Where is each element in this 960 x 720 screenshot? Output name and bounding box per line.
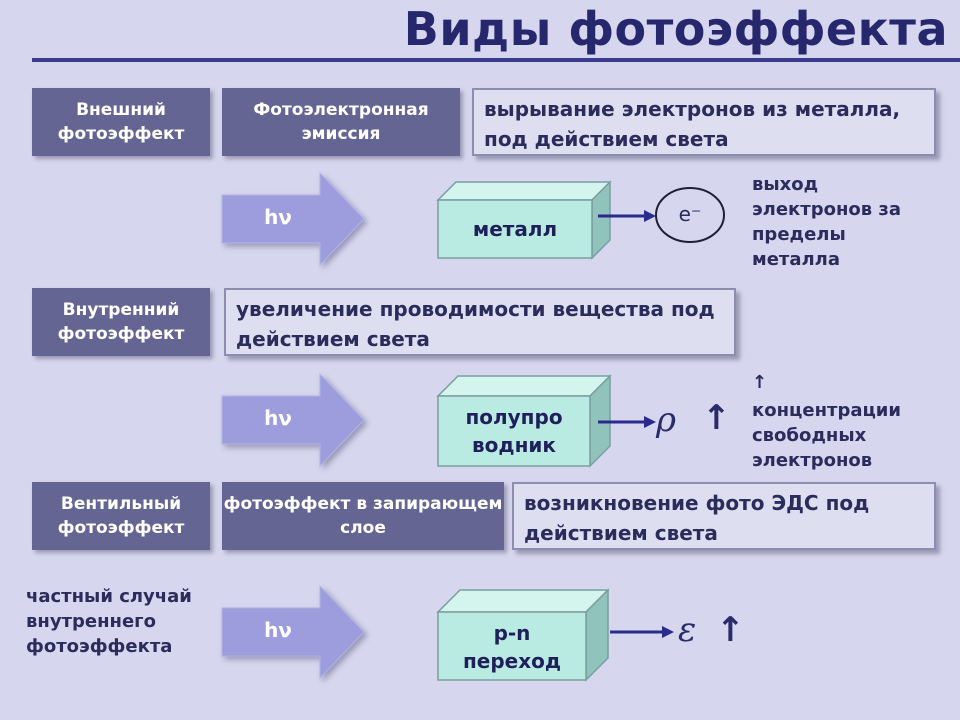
semiconductor-cube (436, 374, 612, 468)
concentration-up-arrow-icon: ↑ (752, 372, 768, 393)
semiconductor-cube-label: полупро водник (465, 405, 563, 457)
emf-symbol: ε (678, 610, 697, 650)
light-arrow-1 (221, 171, 365, 267)
emission-arrow (598, 210, 656, 222)
metal-cube-label: металл (472, 217, 558, 241)
emf-up-arrow-icon: ↑ (716, 610, 745, 650)
electron-circle (655, 187, 725, 243)
valve-subtype-text: фотоэффект в запирающем слое (223, 494, 503, 538)
internal-label: Внутренний фотоэффект (32, 288, 210, 356)
valve-description-text: возникновение фото ЭДС под действием све… (524, 491, 870, 545)
external-subtype-text: Фотоэлектронная эмиссия (253, 100, 429, 144)
pn-junction-cube (436, 588, 610, 682)
photon-label-3: hν (264, 618, 292, 642)
title-divider (32, 58, 960, 62)
photon-label-1: hν (264, 205, 292, 229)
external-subtype: Фотоэлектронная эмиссия (222, 88, 460, 156)
emf-arrow (610, 626, 674, 638)
photon-label-2: hν (264, 406, 292, 430)
external-label-text: Внешний фотоэффект (57, 100, 185, 144)
rho-up-arrow-icon: ↑ (702, 398, 731, 438)
light-arrow-2 (221, 372, 365, 468)
valve-label-text: Вентильный фотоэффект (57, 494, 185, 538)
internal-result: концентрации свободных электронов (752, 400, 902, 471)
valve-description: возникновение фото ЭДС под действием све… (512, 482, 936, 550)
valve-label: Вентильный фотоэффект (32, 482, 210, 550)
rho-symbol: ρ (656, 400, 676, 440)
valve-subtype: фотоэффект в запирающем слое (222, 482, 504, 550)
external-result: выход электронов за пределы металла (752, 174, 902, 270)
light-arrow-3 (221, 584, 365, 680)
external-description: вырывание электронов из металла, под дей… (472, 88, 936, 156)
external-label: Внешний фотоэффект (32, 88, 210, 156)
electron-symbol: e⁻ (678, 202, 702, 226)
internal-description-text: увеличение проводимости вещества под дей… (236, 297, 715, 351)
external-description-text: вырывание электронов из металла, под дей… (484, 97, 901, 151)
conductivity-arrow (598, 416, 656, 428)
internal-description: увеличение проводимости вещества под дей… (224, 288, 736, 356)
internal-label-text: Внутренний фотоэффект (57, 300, 185, 344)
pn-junction-cube-label: p-n переход (462, 621, 562, 673)
page-title: Виды фотоэффекта (403, 2, 948, 56)
valve-note: частный случай внутреннего фотоэффекта (26, 586, 192, 657)
metal-cube (436, 180, 612, 260)
